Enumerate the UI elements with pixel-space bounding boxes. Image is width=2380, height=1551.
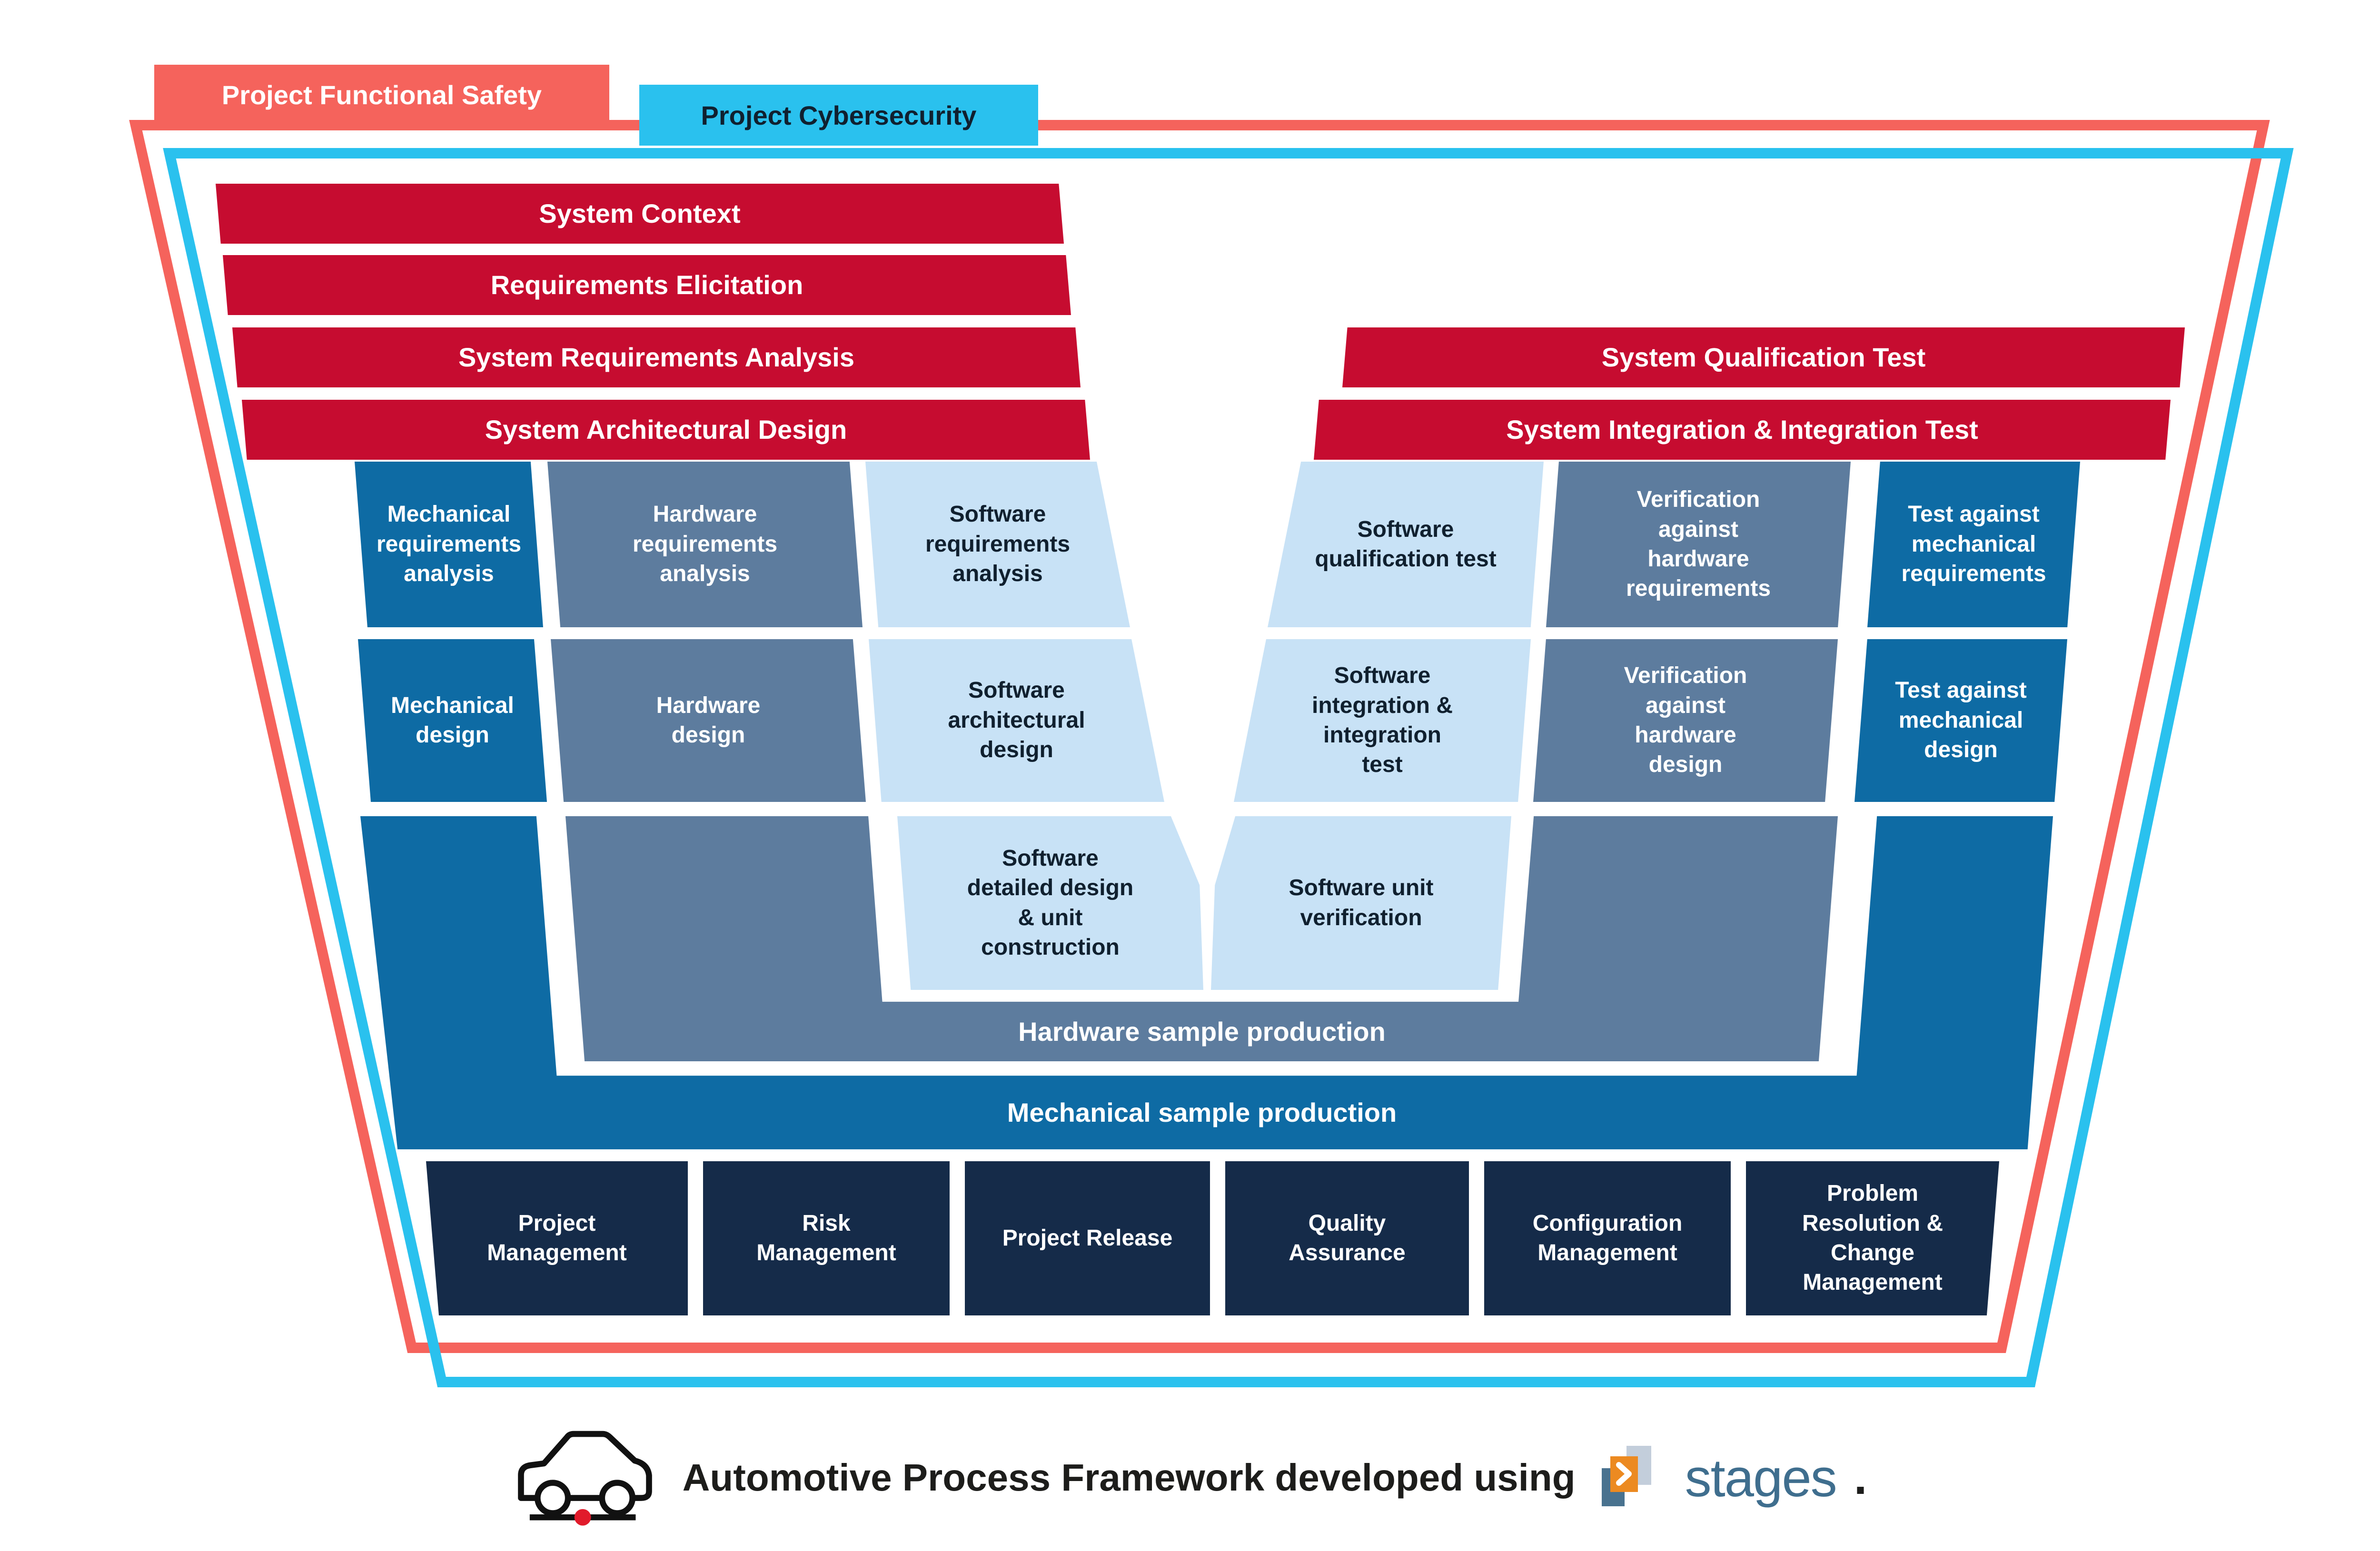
box-project-release: Project Release	[965, 1161, 1210, 1315]
label-project-cybersecurity: Project Cybersecurity	[639, 85, 1038, 146]
bar-system-architectural-design: System Architectural Design	[242, 400, 1090, 460]
footer-caption: Automotive Process Framework developed u…	[682, 1456, 1576, 1499]
box-problem-resolution-change-management: Problem Resolution & Change Management	[1746, 1161, 1999, 1315]
box-software-qualification-test: Software qualification test	[1268, 462, 1544, 627]
bar-system-integration-test: System Integration & Integration Test	[1314, 400, 2171, 460]
car-icon	[517, 1431, 652, 1526]
cybersecurity-outline	[163, 148, 2294, 1387]
box-test-against-mechanical-design: Test against mechanical design	[1854, 639, 2067, 802]
bar-system-context: System Context	[216, 184, 1064, 244]
box-software-architectural-design: Software architectural design	[869, 639, 1164, 802]
box-software-unit-verification: Software unit verification	[1211, 816, 1511, 990]
box-mechanical-requirements-analysis: Mechanical requirements analysis	[355, 462, 543, 627]
box-verification-against-hardware-requirements: Verification against hardware requiremen…	[1546, 462, 1851, 627]
box-software-integration-test: Software integration & integration test	[1234, 639, 1531, 802]
label-hardware-sample-production: Hardware sample production	[1018, 1017, 1386, 1047]
label-project-functional-safety: Project Functional Safety	[154, 65, 609, 125]
footer: Automotive Process Framework developed u…	[0, 1421, 2380, 1535]
box-quality-assurance: Quality Assurance	[1225, 1161, 1469, 1315]
box-verification-against-hardware-design: Verification against hardware design	[1533, 639, 1838, 802]
stages-logo-icon	[1601, 1446, 1651, 1506]
label-mechanical-sample-production: Mechanical sample production	[1007, 1097, 1397, 1127]
bar-system-qualification-test: System Qualification Test	[1342, 327, 2185, 387]
box-software-detailed-design-unit-construction: Software detailed design & unit construc…	[897, 816, 1203, 990]
bar-system-requirements-analysis: System Requirements Analysis	[232, 327, 1081, 387]
stages-logo-text: stages	[1685, 1448, 1837, 1508]
box-test-against-mechanical-requirements: Test against mechanical requirements	[1867, 462, 2080, 627]
box-risk-management: Risk Management	[703, 1161, 950, 1315]
box-software-requirements-analysis: Software requirements analysis	[865, 462, 1130, 627]
chevron-right-icon	[1616, 1462, 1632, 1486]
functional-safety-outline	[129, 120, 2270, 1353]
bar-requirements-elicitation: Requirements Elicitation	[223, 255, 1071, 315]
red-dot	[574, 1509, 591, 1526]
box-hardware-requirements-analysis: Hardware requirements analysis	[547, 462, 863, 627]
stages-logo-period: .	[1854, 1451, 1867, 1504]
box-hardware-design: Hardware design	[551, 639, 866, 802]
box-project-management: Project Management	[426, 1161, 688, 1315]
box-mechanical-design: Mechanical design	[358, 639, 547, 802]
box-configuration-management: Configuration Management	[1484, 1161, 1731, 1315]
